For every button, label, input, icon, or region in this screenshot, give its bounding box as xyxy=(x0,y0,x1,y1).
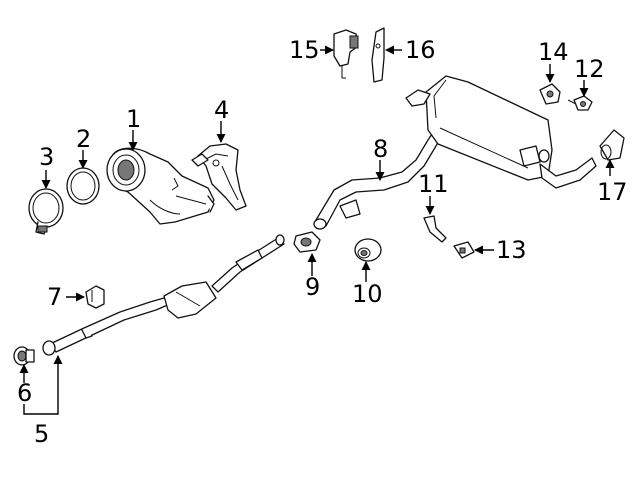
callout-11: 11 xyxy=(418,170,449,198)
callout-6: 6 xyxy=(17,379,32,407)
part-bracket xyxy=(423,215,447,243)
part-rear-muffler xyxy=(405,75,597,189)
callout-2: 2 xyxy=(76,125,91,153)
callout-14: 14 xyxy=(538,38,569,66)
callout-9: 9 xyxy=(305,273,320,301)
callout-16: 16 xyxy=(405,36,436,64)
callout-12: 12 xyxy=(574,55,605,83)
callout-1: 1 xyxy=(126,105,141,133)
part-bushing xyxy=(354,238,382,262)
callout-4: 4 xyxy=(214,96,229,124)
part-clamp xyxy=(28,188,64,235)
callout-17: 17 xyxy=(597,178,628,206)
part-nut xyxy=(567,95,593,111)
callout-8: 8 xyxy=(373,135,388,163)
part-front-pipe xyxy=(42,234,285,356)
part-pipe-clamp xyxy=(13,346,35,366)
part-heat-shield-bracket xyxy=(191,143,247,211)
callout-leaders xyxy=(19,45,615,415)
callout-15: 15 xyxy=(289,36,320,64)
part-clamp-block xyxy=(539,83,561,105)
part-catalytic-converter xyxy=(106,147,215,225)
callout-13: 13 xyxy=(496,236,527,264)
part-gasket xyxy=(66,167,100,205)
part-rubber-hanger xyxy=(293,231,321,253)
part-isolator xyxy=(453,241,475,259)
callout-7: 7 xyxy=(47,283,62,311)
callout-10: 10 xyxy=(352,280,383,308)
part-hanger-bracket xyxy=(85,285,105,309)
part-valve-actuator xyxy=(333,29,359,79)
part-exhaust-tip xyxy=(599,129,625,161)
part-heat-shield xyxy=(371,27,385,83)
callout-3: 3 xyxy=(39,143,54,171)
callout-5: 5 xyxy=(34,420,49,448)
callout-numbers: 1 2 3 4 5 6 7 8 9 10 11 12 13 14 15 16 1… xyxy=(17,36,628,448)
